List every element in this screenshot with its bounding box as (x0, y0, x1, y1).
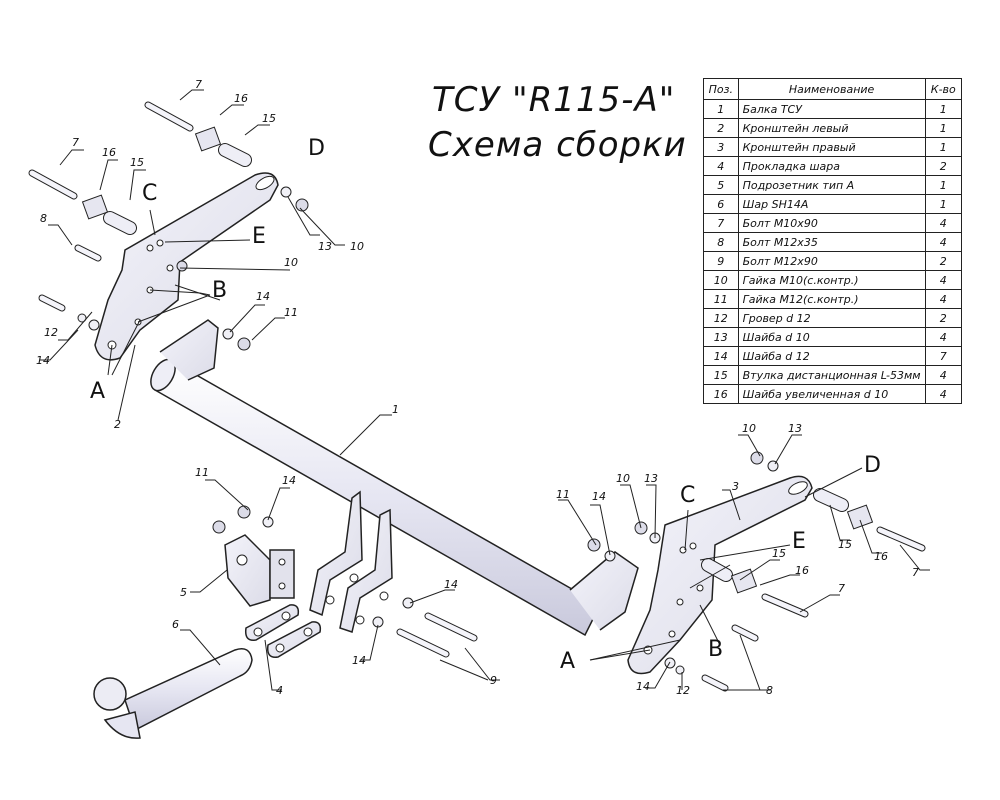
marker-D-left: D (308, 136, 325, 161)
marker-B-left: B (212, 278, 227, 303)
callout-15-top: 15 (262, 112, 276, 125)
marker-B-right: B (708, 637, 723, 662)
callout-15-right-b: 15 (772, 547, 786, 560)
callout-7-left: 7 (72, 136, 79, 149)
callout-14-left-b: 14 (36, 354, 50, 367)
callout-8-right: 8 (766, 684, 773, 697)
callout-7-top: 7 (195, 78, 202, 91)
callout-2: 2 (114, 418, 121, 431)
callout-labels: 7 16 15 7 16 15 8 13 10 10 14 11 12 14 2… (36, 78, 919, 697)
callout-10-right: 10 (616, 472, 630, 485)
socket-plate (224, 534, 295, 607)
callout-16-left: 16 (102, 146, 116, 159)
callout-12-right: 12 (676, 684, 690, 697)
callout-13-right: 13 (644, 472, 658, 485)
callout-14-center: 14 (444, 578, 458, 591)
marker-A-left: A (90, 379, 105, 404)
callout-8-left: 8 (40, 212, 47, 225)
tow-ball (93, 648, 253, 739)
diagram-subtitle: Схема сборки (428, 125, 687, 165)
callout-16-right: 16 (874, 550, 888, 563)
callout-7-right-b: 7 (838, 582, 845, 595)
ball-spacers (244, 604, 322, 658)
marker-A-right: A (560, 649, 575, 674)
marker-C-left: C (142, 181, 157, 206)
part-pos: 11 (703, 289, 739, 309)
part-qty: 1 (924, 175, 963, 195)
marker-E-left: E (252, 224, 266, 249)
callout-3: 3 (732, 480, 739, 493)
callout-14-center-b: 14 (352, 654, 366, 667)
marker-D-right: D (864, 453, 881, 478)
part-name: Шайба увеличенная d 10 (737, 384, 926, 404)
letter-markers: C D E B A C D E B A (90, 136, 881, 674)
part-qty: 4 (924, 384, 963, 404)
part-name: Прокладка шара (737, 156, 926, 176)
marker-C-right: C (680, 483, 695, 508)
callout-15-right: 15 (838, 538, 852, 551)
callout-16-right-b: 16 (795, 564, 809, 577)
leader-lines (40, 89, 930, 691)
callout-13-left: 13 (318, 240, 332, 253)
callout-11-mid: 11 (195, 466, 209, 479)
part-name: Шар SH14А (737, 194, 926, 214)
callout-14-mid: 14 (282, 474, 296, 487)
callout-5: 5 (180, 586, 187, 599)
part-name: Подрозетник тип А (737, 175, 926, 195)
callout-14-left: 14 (256, 290, 270, 303)
bolts (28, 101, 926, 692)
callout-6: 6 (172, 618, 179, 631)
callout-12-left: 12 (44, 326, 58, 339)
diagram-title: ТСУ "R115-A" (432, 80, 676, 120)
callout-11-right: 11 (556, 488, 570, 501)
callout-14-right: 14 (592, 490, 606, 503)
callout-10-left-b: 10 (284, 256, 298, 269)
callout-9: 9 (490, 674, 497, 687)
header-pos: Поз. (703, 78, 739, 100)
callout-16-top: 16 (234, 92, 248, 105)
part-qty: 7 (924, 346, 963, 366)
callout-15-left: 15 (130, 156, 144, 169)
part-name: Кронштейн левый (737, 118, 926, 138)
part-name: Гайка М10(с.контр.) (737, 270, 926, 290)
parts-table-header: Поз. Наименование К-во (703, 78, 963, 100)
marker-E-right: E (792, 529, 806, 554)
part-qty: 4 (924, 270, 963, 290)
callout-11-left: 11 (284, 306, 298, 319)
callout-13-right-top: 13 (788, 422, 802, 435)
tow-bar-beam (150, 319, 639, 637)
callout-10-left: 10 (350, 240, 364, 253)
ball-mount-plates (309, 490, 393, 633)
callout-10-right-top: 10 (742, 422, 756, 435)
callout-1: 1 (392, 403, 399, 416)
callout-4: 4 (276, 684, 283, 697)
callout-14-right-b: 14 (636, 680, 650, 693)
right-bracket (627, 475, 813, 675)
part-pos: 16 (703, 384, 739, 404)
callout-7-right: 7 (912, 566, 919, 579)
part-name: Болт М12х90 (737, 251, 926, 271)
